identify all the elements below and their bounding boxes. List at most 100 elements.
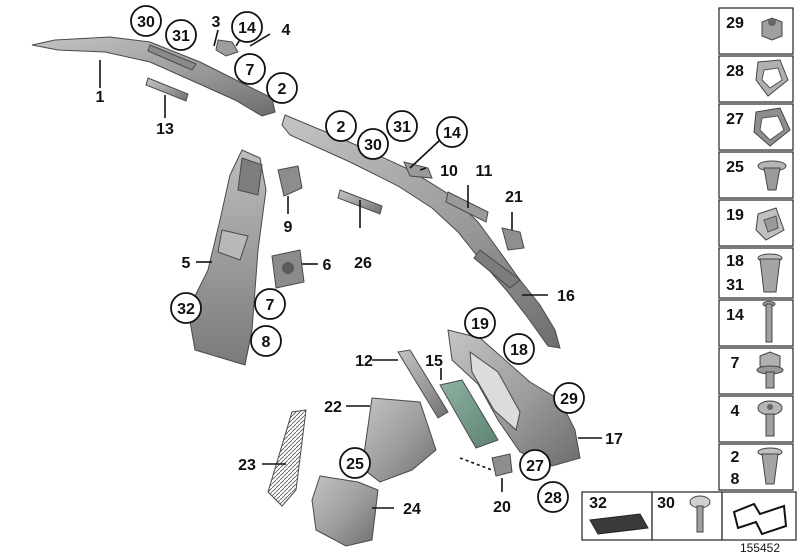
callout-bubble-30a <box>130 5 162 37</box>
bracket-frame-icon <box>753 107 791 147</box>
sidebar-label-18: 18 <box>726 253 744 270</box>
callout-bubble-2b <box>325 110 357 142</box>
callout-bubble-25 <box>339 447 371 479</box>
plastic-rivet-icon <box>757 447 783 485</box>
b-pillar-upper <box>237 157 263 196</box>
callout-12: 12 <box>355 353 373 370</box>
bottom-label-32: 32 <box>589 495 607 512</box>
callout-bubble-7b <box>254 288 286 320</box>
callout-11: 11 <box>476 163 493 180</box>
callout-26: 26 <box>354 255 372 272</box>
leader-lines <box>99 29 602 509</box>
sidebar-cell-7 <box>718 347 794 395</box>
belt-guide-part <box>277 165 303 197</box>
callout-21: 21 <box>505 189 523 206</box>
sidebar-label-14: 14 <box>726 307 744 324</box>
callout-8: 8 <box>262 334 271 351</box>
diagram-id: 155452 <box>740 541 780 555</box>
expanding-rivet-icon <box>757 160 787 191</box>
callout-bubble-31b <box>386 110 418 142</box>
foam-pad-icon <box>589 513 649 535</box>
sidebar-label-27: 27 <box>726 111 744 128</box>
callout-22: 22 <box>324 399 342 416</box>
callout-31a: 31 <box>172 28 190 45</box>
clip-strip-part <box>145 77 189 102</box>
roof-frame-joint <box>473 249 521 289</box>
callout-20: 20 <box>493 499 511 516</box>
bottom-strip: 32 30 <box>581 491 797 541</box>
bolt-icon <box>762 301 776 343</box>
bracket-part <box>215 39 239 57</box>
callout-9: 9 <box>284 219 293 236</box>
clip-part <box>501 227 525 251</box>
callout-30a: 30 <box>137 14 155 31</box>
callout-1: 1 <box>96 89 105 106</box>
callout-29: 29 <box>560 391 578 408</box>
lower-cover-part <box>311 475 379 547</box>
callout-bubble-14b <box>436 116 468 148</box>
sidebar-label-8: 8 <box>731 471 740 488</box>
sidebar-label-7: 7 <box>731 355 740 372</box>
window-glass-part <box>439 379 499 449</box>
a-pillar-trim-edge <box>147 44 197 71</box>
bottom-cell-30 <box>651 491 723 541</box>
callout-18: 18 <box>510 342 528 359</box>
callout-10: 10 <box>440 163 458 180</box>
callout-15: 15 <box>425 353 443 370</box>
callout-23: 23 <box>238 457 256 474</box>
callout-bubble-18 <box>503 333 535 365</box>
callout-bubble-32a <box>170 292 202 324</box>
grille-part <box>267 409 307 507</box>
sidebar-label-25: 25 <box>726 159 744 176</box>
quarter-frame-opening <box>469 350 521 431</box>
frame-seal-icon <box>755 59 789 97</box>
clip-icon <box>755 207 785 241</box>
fastener-sidebar: 29 28 27 25 19 <box>718 7 794 491</box>
callout-14a: 14 <box>238 20 256 37</box>
sidebar-cell-14 <box>718 299 794 347</box>
callout-bubble-31a <box>165 19 197 51</box>
callout-7a: 7 <box>246 62 255 79</box>
b-pillar-slot <box>217 229 249 261</box>
callout-16: 16 <box>557 288 575 305</box>
callout-bubble-2a <box>266 72 298 104</box>
callouts: 30 31 3 14 4 1 7 2 13 2 31 30 14 10 11 2… <box>96 5 623 518</box>
callout-30b: 30 <box>364 137 382 154</box>
callout-24: 24 <box>403 501 421 518</box>
callout-13: 13 <box>156 121 174 138</box>
callout-14b: 14 <box>443 125 461 142</box>
bracket-part-4 <box>491 453 513 477</box>
button-head-screw-icon <box>757 400 783 437</box>
callout-31b: 31 <box>393 119 411 136</box>
callout-3: 3 <box>212 14 221 31</box>
callout-bubble-8 <box>250 325 282 357</box>
callout-28: 28 <box>544 490 562 507</box>
sidebar-cell-25 <box>718 151 794 199</box>
bracket-part-3 <box>445 191 489 223</box>
trim-strip-part <box>397 349 449 419</box>
callout-5: 5 <box>182 255 191 272</box>
callout-bubble-7a <box>234 53 266 85</box>
callout-bubble-30b <box>357 128 389 160</box>
spreader-nut-icon <box>757 253 783 293</box>
sidebar-label-4: 4 <box>731 403 740 420</box>
callout-2b: 2 <box>337 119 346 136</box>
callout-bubble-19 <box>464 307 496 339</box>
callout-7b: 7 <box>266 297 275 314</box>
sidebar-label-28: 28 <box>726 63 744 80</box>
adjuster-hole <box>282 262 294 274</box>
nut-icon <box>761 17 783 41</box>
callout-27: 27 <box>526 458 544 475</box>
sidebar-label-31: 31 <box>726 277 744 294</box>
group-symbol-icon <box>732 502 788 536</box>
b-pillar-trim-part <box>187 149 267 366</box>
callout-bubble-27 <box>519 449 551 481</box>
sidebar-label-29: 29 <box>726 15 744 32</box>
bottom-label-30: 30 <box>657 495 675 512</box>
callout-4: 4 <box>282 22 291 39</box>
sidebar-label-2: 2 <box>731 449 740 466</box>
sidebar-cell-4 <box>718 395 794 443</box>
callout-19: 19 <box>471 316 489 333</box>
